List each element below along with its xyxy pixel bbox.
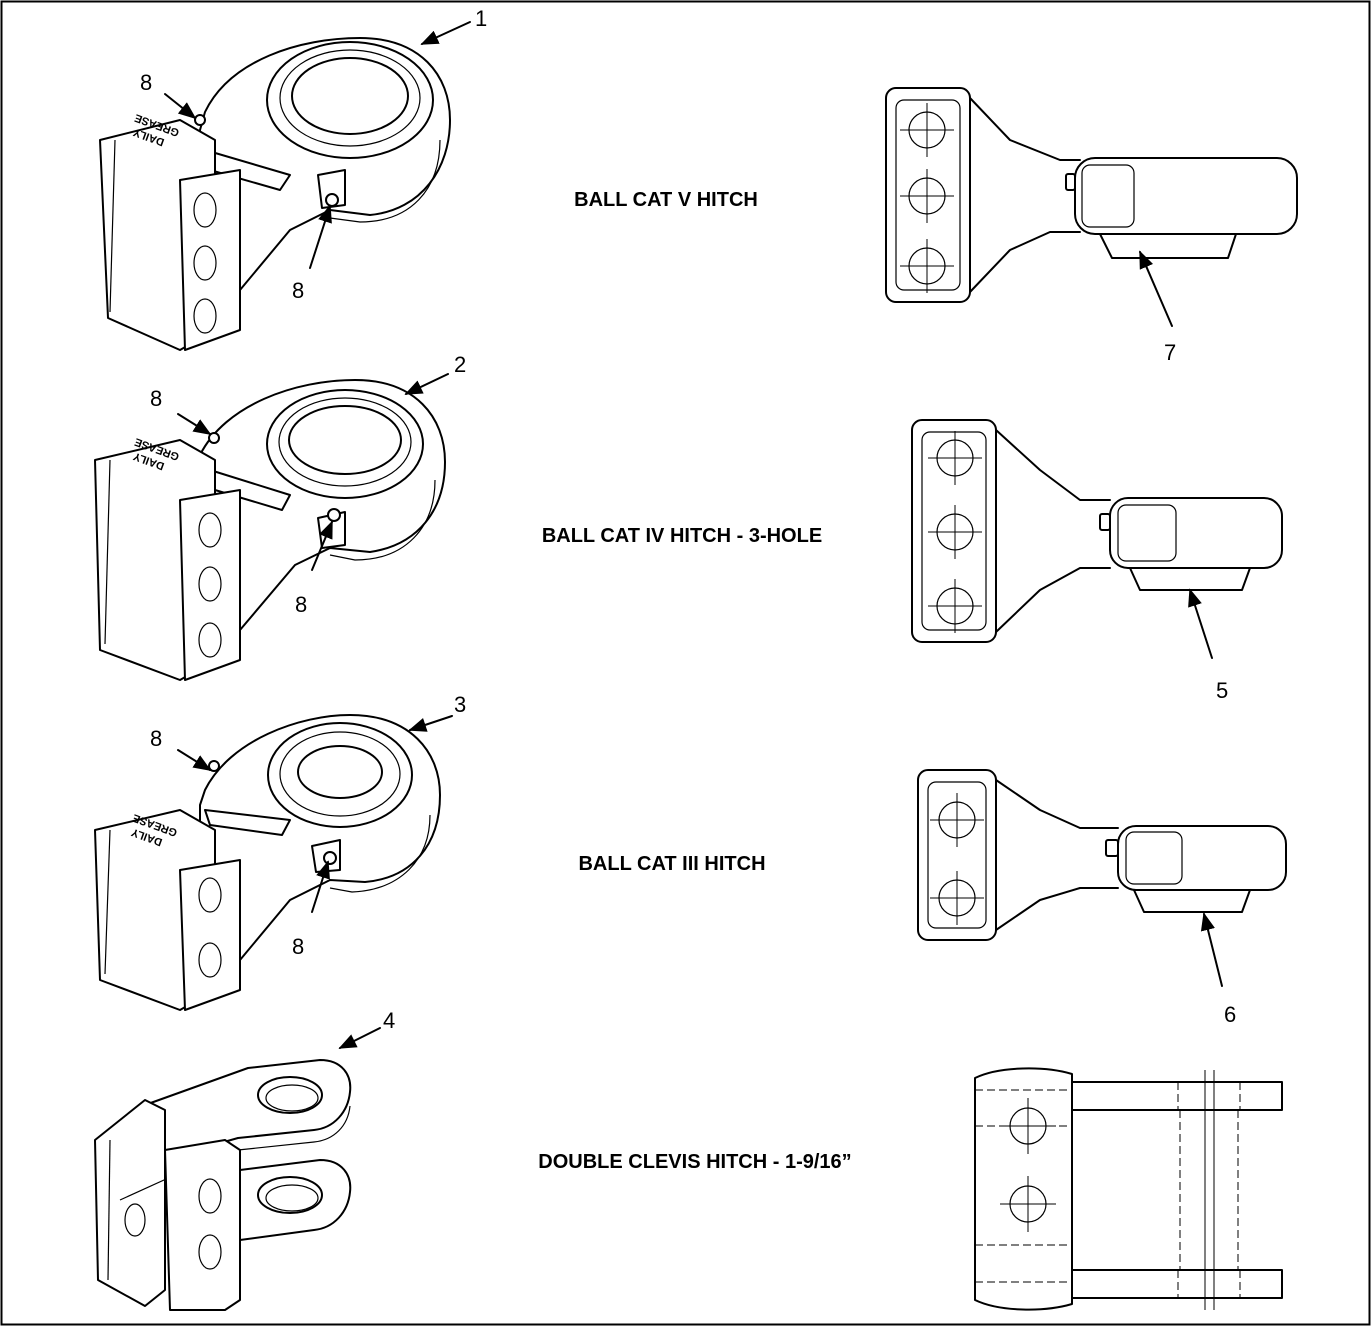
- callout-8c-leader: [177, 413, 212, 435]
- callout-4-leader: [338, 1027, 381, 1049]
- callout-4: 4: [383, 1008, 395, 1033]
- callout-3: 3: [454, 692, 466, 717]
- ball-cat-v-side-view: [885, 87, 1298, 303]
- callout-8b: 8: [292, 278, 304, 303]
- caption-ball-cat-iv: BALL CAT IV HITCH - 3-HOLE: [542, 525, 822, 547]
- callout-8b-leader: [309, 204, 332, 269]
- ball-cat-iv-side-view: [911, 419, 1283, 643]
- double-clevis-iso-view: [94, 1059, 352, 1311]
- callout-6-leader: [1200, 912, 1223, 987]
- callout-6: 6: [1224, 1002, 1236, 1027]
- ball-cat-v-iso-view: GREASE DAILY: [99, 37, 451, 351]
- callout-5-leader: [1188, 588, 1213, 659]
- double-clevis-side-view: [974, 1067, 1283, 1311]
- callout-8d-leader: [311, 520, 333, 571]
- ball-cat-iii-iso-view: GREASE DAILY: [94, 714, 441, 1011]
- callout-7-leader: [1139, 250, 1173, 327]
- callout-8e: 8: [150, 726, 162, 751]
- callout-5: 5: [1216, 678, 1228, 703]
- callout-2: 2: [454, 352, 466, 377]
- caption-double-clevis: DOUBLE CLEVIS HITCH - 1-9/16”: [538, 1151, 851, 1173]
- callout-8c: 8: [150, 386, 162, 411]
- callout-1: 1: [475, 6, 487, 31]
- caption-ball-cat-v: BALL CAT V HITCH: [574, 189, 758, 211]
- ball-cat-iii-side-view: [917, 769, 1287, 941]
- callout-8a: 8: [140, 70, 152, 95]
- ball-cat-iv-iso-view: GREASE DAILY: [94, 379, 446, 681]
- callout-7: 7: [1164, 340, 1176, 365]
- callout-8f: 8: [292, 934, 304, 959]
- callout-8d: 8: [295, 592, 307, 617]
- callout-1-leader: [420, 21, 471, 45]
- callout-8f-leader: [311, 860, 330, 913]
- callout-8e-leader: [177, 749, 212, 771]
- callout-3-leader: [408, 715, 453, 732]
- caption-ball-cat-iii: BALL CAT III HITCH: [578, 853, 765, 875]
- callout-8a-leader: [164, 93, 197, 120]
- callout-2-leader: [404, 373, 449, 395]
